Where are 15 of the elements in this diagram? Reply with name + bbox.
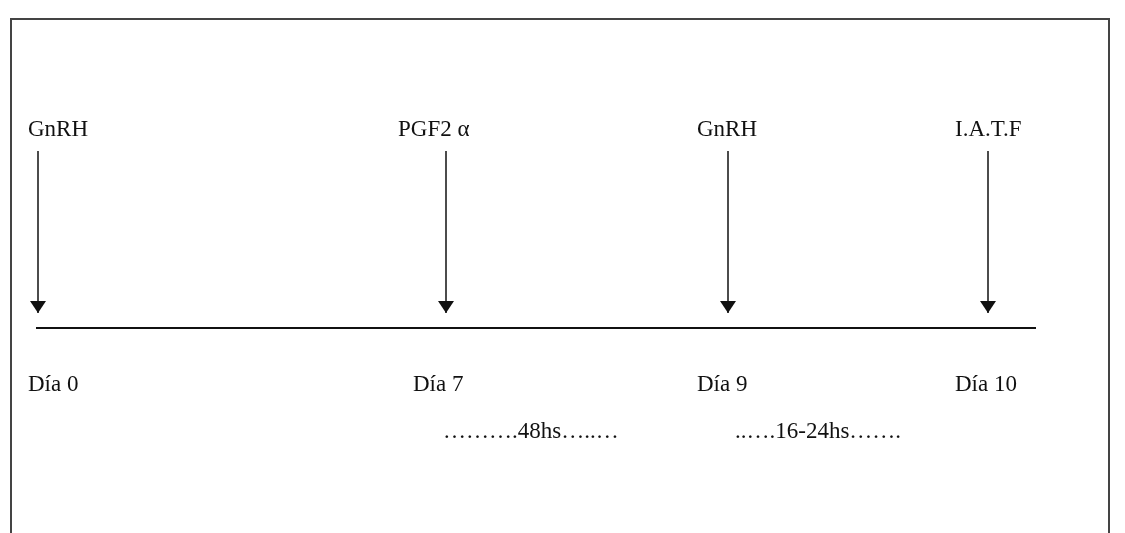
arrow <box>720 150 736 314</box>
timeline-line <box>36 327 1036 329</box>
event-label: GnRH <box>28 115 89 143</box>
arrow <box>30 150 46 314</box>
day-label: Día 9 <box>697 370 748 398</box>
day-label: Día 10 <box>955 370 1017 398</box>
day-label: Día 7 <box>413 370 464 398</box>
interval-label: ..….16-24hs……. <box>735 417 902 445</box>
event-label: GnRH <box>697 115 758 143</box>
event-label: I.A.T.F <box>955 115 1022 143</box>
arrow <box>980 150 996 314</box>
day-label: Día 0 <box>28 370 79 398</box>
arrow <box>438 150 454 314</box>
event-label: PGF2 α <box>398 115 470 143</box>
interval-label: ……….48hs…..… <box>443 417 619 445</box>
